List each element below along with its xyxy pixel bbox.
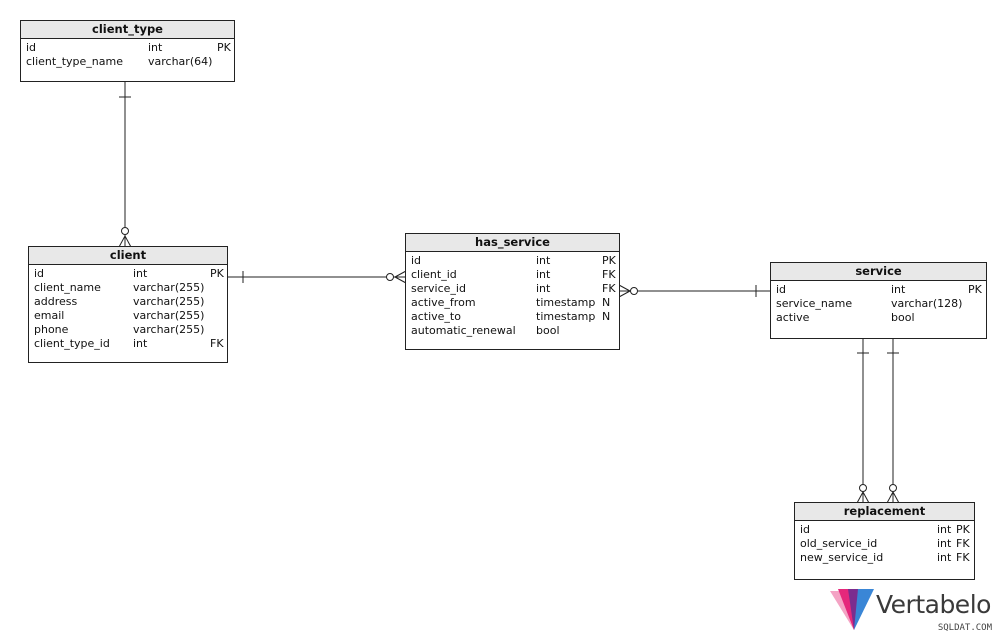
table-title: replacement [795, 503, 974, 521]
column-type: int [133, 267, 148, 280]
column-type: int [536, 268, 551, 281]
rel-service-replacement-old [856, 338, 870, 504]
column-name: service_id [411, 282, 466, 295]
column-type: timestamp [536, 310, 596, 323]
column-row: email varchar(255) [29, 309, 227, 323]
column-row: id int PK [771, 283, 986, 297]
logo-brand-text: Vertabelo [876, 590, 991, 619]
column-row: automatic_renewal bool [406, 324, 619, 338]
column-name: client_id [411, 268, 457, 281]
column-name: active_from [411, 296, 476, 309]
column-type: varchar(255) [133, 281, 205, 294]
column-type: int [536, 282, 551, 295]
column-key: FK [602, 268, 616, 281]
table-title: client_type [21, 21, 234, 39]
column-row: id int PK [21, 41, 234, 55]
table-title: service [771, 263, 986, 281]
column-key: FK [602, 282, 616, 295]
column-key: PK [217, 41, 231, 54]
rel-client-type-client [118, 81, 132, 248]
column-type: timestamp [536, 296, 596, 309]
column-row: client_name varchar(255) [29, 281, 227, 295]
table-has-service[interactable]: has_service id int PK client_id int FK s… [405, 233, 620, 350]
column-type: int [133, 337, 148, 350]
column-row: active_from timestamp N [406, 296, 619, 310]
column-row: id int PK [29, 267, 227, 281]
column-type: bool [891, 311, 915, 324]
logo-site-text: SQLDAT.COM [937, 623, 992, 633]
column-name: service_name [776, 297, 853, 310]
column-row: active_to timestamp N [406, 310, 619, 324]
column-row: new_service_id int FK [795, 551, 974, 565]
column-key: PK [602, 254, 616, 267]
column-type: varchar(64) [148, 55, 213, 68]
column-key: FK [956, 537, 970, 550]
table-client[interactable]: client id int PK client_name varchar(255… [28, 246, 228, 363]
column-type: int [536, 254, 551, 267]
column-type: int [937, 551, 952, 564]
column-row: old_service_id int FK [795, 537, 974, 551]
column-row: phone varchar(255) [29, 323, 227, 337]
column-row: service_name varchar(128) [771, 297, 986, 311]
column-name: phone [34, 323, 69, 336]
table-service[interactable]: service id int PK service_name varchar(1… [770, 262, 987, 339]
table-title: client [29, 247, 227, 265]
vertabelo-logo-mark-icon [830, 589, 874, 630]
column-key: PK [956, 523, 970, 536]
column-name: address [34, 295, 78, 308]
column-type: int [891, 283, 906, 296]
column-name: new_service_id [800, 551, 884, 564]
table-replacement[interactable]: replacement id int PK old_service_id int… [794, 502, 975, 580]
column-name: client_type_id [34, 337, 110, 350]
column-row: service_id int FK [406, 282, 619, 296]
column-key: FK [956, 551, 970, 564]
table-title: has_service [406, 234, 619, 252]
column-name: id [800, 523, 811, 536]
column-row: id int PK [795, 523, 974, 537]
column-key: N [602, 296, 611, 309]
column-name: client_name [34, 281, 101, 294]
column-name: id [26, 41, 37, 54]
column-name: id [34, 267, 45, 280]
rel-service-has-service [618, 284, 771, 298]
column-name: active [776, 311, 810, 324]
column-type: varchar(255) [133, 309, 205, 322]
rel-client-has-service [228, 270, 407, 284]
column-name: automatic_renewal [411, 324, 516, 337]
column-name: client_type_name [26, 55, 123, 68]
table-client-type[interactable]: client_type id int PK client_type_name v… [20, 20, 235, 82]
column-row: client_id int FK [406, 268, 619, 282]
column-name: id [776, 283, 787, 296]
column-name: active_to [411, 310, 461, 323]
column-key: FK [210, 337, 224, 350]
column-name: id [411, 254, 422, 267]
vertabelo-logo: Vertabelo SQLDAT.COM [828, 586, 1000, 638]
column-row: id int PK [406, 254, 619, 268]
column-key: PK [210, 267, 224, 280]
column-type: int [937, 523, 952, 536]
column-type: bool [536, 324, 560, 337]
column-row: active bool [771, 311, 986, 325]
column-row: client_type_name varchar(64) [21, 55, 234, 69]
column-type: varchar(128) [891, 297, 963, 310]
column-name: old_service_id [800, 537, 878, 550]
column-row: client_type_id int FK [29, 337, 227, 351]
column-row: address varchar(255) [29, 295, 227, 309]
column-name: email [34, 309, 65, 322]
rel-service-replacement-new [886, 338, 900, 504]
column-type: varchar(255) [133, 323, 205, 336]
column-key: N [602, 310, 611, 323]
column-type: int [148, 41, 163, 54]
column-key: PK [968, 283, 982, 296]
column-type: int [937, 537, 952, 550]
column-type: varchar(255) [133, 295, 205, 308]
